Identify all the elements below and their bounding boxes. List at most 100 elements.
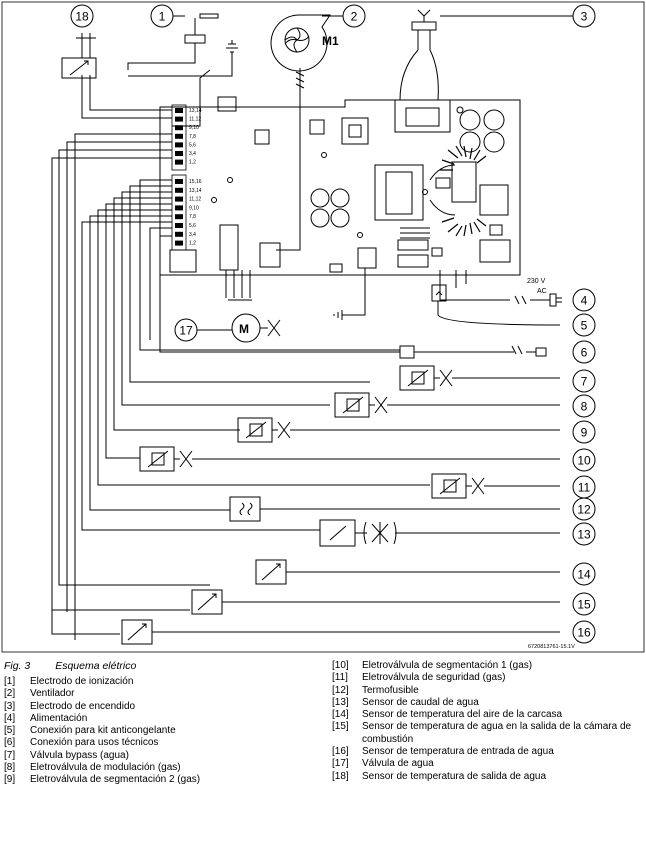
legend-item: [6]Conexión para usos técnicos (4, 737, 304, 749)
ionization-electrode (127, 13, 238, 77)
legend-text: Eletroválvula de modulación (gas) (30, 762, 181, 774)
legend-text: Electrodo de ionización (30, 676, 134, 687)
callout-number: 3 (581, 10, 588, 24)
legend-text: Eletroválvula de seguridad (gas) (362, 672, 506, 684)
pin-label: 7,8 (189, 134, 196, 140)
diagram-frame (1, 1, 645, 653)
legend-item: [2]Ventilador (4, 688, 304, 700)
callout-number: 13 (577, 528, 591, 542)
legend-num: [10] (332, 660, 349, 671)
fan-label: M1 (322, 34, 339, 48)
callout-9: 9 (572, 420, 596, 444)
callout-number: 12 (577, 503, 591, 517)
pin-label: 9,10 (189, 125, 199, 131)
outlet-water-temp-sensor (61, 33, 97, 79)
legend-item: [3]Electrodo de encendido (4, 701, 304, 713)
legend-item: [9]Eletroválvula de segmentación 2 (gas) (4, 774, 304, 786)
callout-1: 1 (150, 4, 185, 28)
thermofuse (229, 496, 560, 522)
segmentation-valve-2 (237, 417, 560, 443)
callout-number: 14 (577, 568, 591, 582)
pin-label: 3,4 (189, 232, 196, 238)
pin-label: 7,8 (189, 214, 196, 220)
pin (175, 159, 183, 165)
callout-number: 7 (581, 375, 588, 389)
legend-num: [9] (4, 774, 16, 786)
pin (175, 142, 183, 148)
callout-18: 18 (70, 4, 94, 28)
callout-11: 11 (572, 475, 596, 499)
callout-4: 4 (572, 288, 596, 312)
safety-valve (431, 473, 560, 499)
ignition-electrode (399, 9, 439, 101)
legend-text: Conexión para kit anticongelante (30, 725, 176, 737)
legend-item: [7]Válvula bypass (agua) (4, 750, 304, 762)
legend-num: [12] (332, 684, 349, 696)
connector-block-upper (171, 104, 187, 171)
legend-text: Sensor de temperatura de agua en la sali… (362, 721, 632, 745)
pin (175, 223, 183, 228)
legend-item: [13] Sensor de caudal de agua (332, 697, 644, 709)
pin (175, 205, 183, 211)
callout-number: 9 (581, 426, 588, 440)
callout-13: 13 (572, 522, 596, 546)
pin-label: 5,6 (189, 223, 196, 229)
legend-item: [16]Sensor de temperatura de entrada de … (332, 746, 644, 758)
legend-text: Sensor de caudal de agua (362, 696, 479, 708)
legend-item: [17] Válvula de agua (332, 758, 644, 770)
legend-num: [2] (4, 688, 16, 700)
pin (175, 133, 183, 139)
legend-num: [14] (332, 709, 349, 721)
legend-item: [12]Termofusible (332, 685, 644, 697)
legend-num: [15] (332, 721, 349, 733)
water-valve-motor (225, 270, 281, 343)
callout-number: 2 (351, 10, 358, 24)
pin-label: 11,12 (189, 117, 201, 123)
callout-12: 12 (572, 497, 596, 521)
callout-3: 3 (440, 4, 596, 28)
callout-8: 8 (572, 394, 596, 418)
callout-14: 14 (572, 562, 596, 586)
callout-6: 6 (572, 340, 596, 364)
pin (175, 231, 183, 237)
wiring-harness (51, 69, 430, 640)
pin-label: 3,4 (189, 151, 196, 157)
callout-number: 17 (179, 324, 193, 338)
callout-number: 10 (577, 454, 591, 468)
pin (175, 151, 183, 156)
callout-16: 16 (572, 620, 596, 644)
fan-m1 (270, 14, 331, 251)
legend-num: [18] (332, 770, 349, 782)
legend-text: Válvula bypass (agua) (30, 749, 129, 761)
bypass-valve (399, 365, 560, 391)
legend-num: [16] (332, 746, 349, 758)
housing-air-temp-sensor (255, 559, 560, 585)
callout-2: 2 (322, 4, 366, 28)
combustion-outlet-temp-sensor (191, 589, 560, 615)
legend-num: [17] (332, 758, 349, 770)
antifreeze-kit-connection (333, 268, 561, 326)
callout-number: 6 (581, 346, 588, 360)
legend-num: [3] (4, 700, 16, 712)
inlet-water-temp-sensor (121, 619, 560, 645)
legend-text: Sensor de temperatura de salida de agua (362, 770, 547, 782)
legend-num: [13] (332, 696, 349, 708)
legend-text: Sensor de temperatura del aire de la car… (362, 709, 563, 721)
pin-label: 13,14 (189, 108, 202, 114)
legend-text: Válvula de agua (362, 758, 434, 770)
legend-item: [14] Sensor de temperatura del aire de la… (332, 709, 644, 721)
figure-number: Fig. 3 (4, 660, 31, 672)
callout-number: 15 (577, 598, 591, 612)
legend-item: [15] Sensor de temperatura de agua en la … (332, 721, 644, 746)
legend-num: [5] (4, 725, 16, 737)
pin-label: 1,2 (189, 160, 196, 166)
power-ac: AC (537, 288, 547, 295)
control-board (159, 96, 521, 276)
legend-num: [4] (4, 712, 16, 724)
motor-label: M (239, 322, 249, 336)
pin (175, 196, 183, 202)
figure-title: Esquema elétrico (55, 660, 137, 672)
callout-7: 7 (572, 369, 596, 393)
